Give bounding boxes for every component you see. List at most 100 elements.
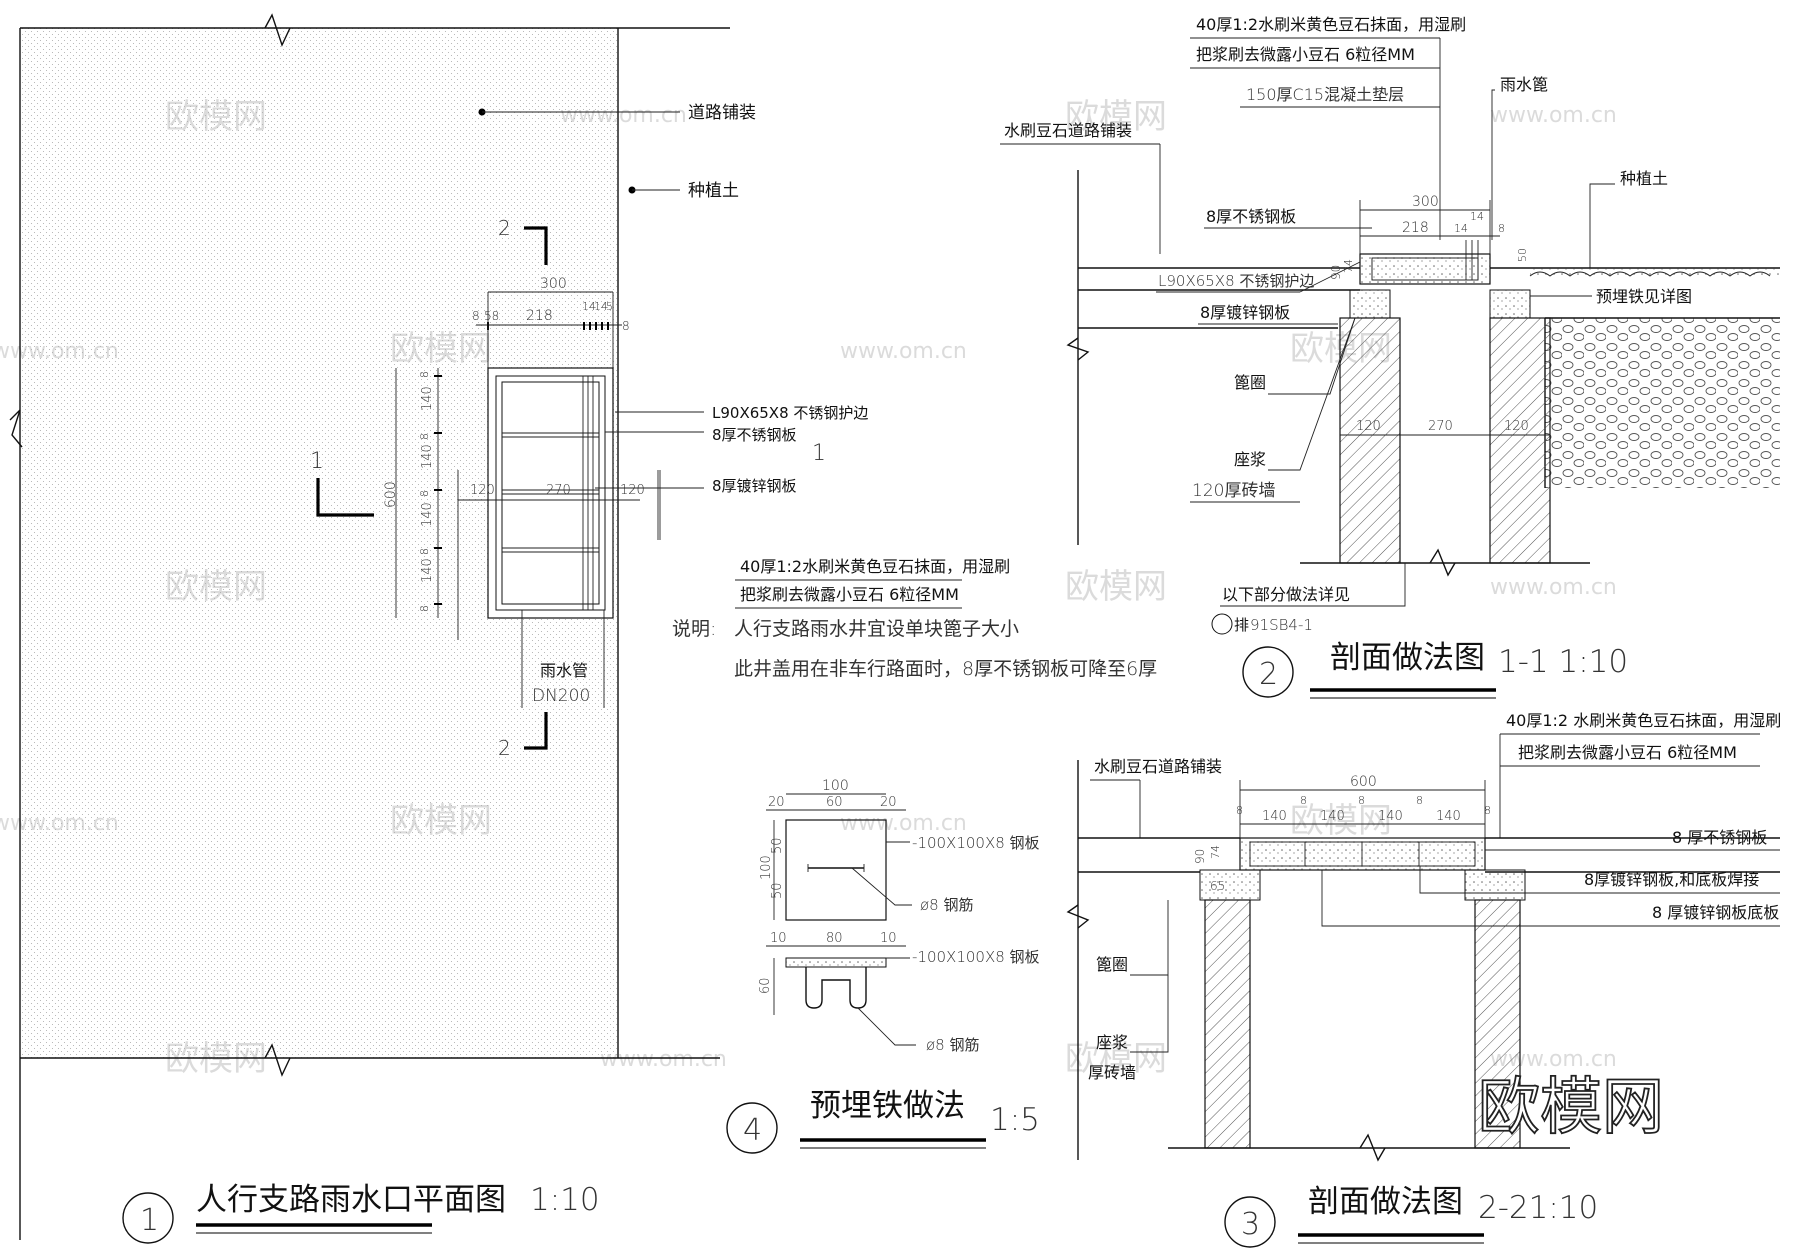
s2-note-line-1: 40厚1:2 水刷米黄色豆石抹面，用湿刷 <box>1506 711 1781 730</box>
s2-dim-600: 600 <box>1350 774 1377 790</box>
d4-dim-100: 100 <box>759 855 774 880</box>
s1-mortar: 座浆 <box>1234 450 1266 469</box>
explain-line-1: 人行支路雨水井宜设单块篦子大小 <box>734 618 1019 640</box>
d4-plate-side: -100X100X8 钢板 <box>912 948 1040 966</box>
title-scale: 1:10 <box>530 1182 600 1218</box>
d4-title-number: 4 <box>743 1113 762 1148</box>
dim-14: 14 <box>582 300 596 313</box>
s2-dim-140: 140 <box>1262 809 1287 824</box>
s2-dim-74: 74 <box>1209 845 1222 859</box>
s1-dim-90: 90 <box>1329 265 1343 280</box>
s2-dim-8: 8 <box>1416 794 1423 807</box>
s2-curb: 篦圈 <box>1096 955 1128 974</box>
s2-ss-plate: 8 厚不锈钢板 <box>1672 828 1767 847</box>
d4-rebar-side: ø8 钢筋 <box>926 1036 980 1054</box>
s1-dim-14: 14 <box>1454 222 1468 235</box>
watermark-site: www.om.cn <box>1490 575 1617 600</box>
s1-dim-50: 50 <box>1516 248 1529 262</box>
s2-dim-8: 8 <box>1358 794 1365 807</box>
dim-140: 140 <box>420 502 435 527</box>
plan-view: 道路铺装 种植土 300 8 58 218 14 14 5 8 <box>9 13 1157 1244</box>
watermark-brand: 欧模网 <box>1290 801 1392 841</box>
s1-ref-prefix: 排 <box>1234 616 1249 634</box>
label-ss-plate: 8厚不锈钢板 <box>712 426 797 444</box>
d4-title-scale: 1:5 <box>990 1102 1040 1138</box>
s1-brick: 120厚砖墙 <box>1192 481 1275 501</box>
dim-58: 58 <box>484 309 499 323</box>
s1-paving: 水刷豆石道路铺装 <box>1004 121 1132 140</box>
s2-dim-65: 65 <box>1210 879 1225 893</box>
s2-dim-8: 8 <box>1484 804 1491 817</box>
dim-140: 140 <box>420 386 435 411</box>
d4-dim-20: 20 <box>768 795 785 810</box>
dim-8: 8 <box>418 548 431 555</box>
s1-note-line-1: 40厚1:2水刷米黄色豆石抹面，用湿刷 <box>1196 15 1466 34</box>
note-line-2: 把浆刷去微露小豆石 6粒径MM <box>740 585 959 604</box>
d4-dim-60: 60 <box>758 977 773 994</box>
d4-title-text: 预埋铁做法 <box>810 1088 965 1124</box>
explain-line-2: 此井盖用在非车行路面时，8厚不锈钢板可降至6厚 <box>734 658 1157 680</box>
d4-dim-10: 10 <box>770 931 787 946</box>
s1-dim-120: 120 <box>1504 419 1529 434</box>
s1-ref: 91SB4-1 <box>1250 616 1313 634</box>
dim-8: 8 <box>472 309 480 323</box>
label-galv-plate: 8厚镀锌钢板 <box>712 477 797 495</box>
label-angle-edge: L90X65X8 不锈钢护边 <box>712 404 868 422</box>
s2-title-number: 3 <box>1241 1207 1260 1242</box>
watermark-brand: 欧模网 <box>1065 567 1167 607</box>
watermark-site: www.om.cn <box>1490 103 1617 128</box>
s1-note-line-2: 把浆刷去微露小豆石 6粒径MM <box>1196 45 1415 64</box>
dim-14: 14 <box>594 300 608 313</box>
cut-mark-2-bottom: 2 <box>498 736 511 760</box>
dim-270: 270 <box>546 483 571 498</box>
dim-600: 600 <box>383 481 399 508</box>
d4-dim-80: 80 <box>826 931 843 946</box>
pipe-label: 雨水管 <box>540 661 588 680</box>
s1-title-text: 剖面做法图 <box>1330 640 1485 676</box>
d4-dim-10: 10 <box>880 931 897 946</box>
d4-dim-100: 100 <box>822 778 849 794</box>
s2-note-line-2: 把浆刷去微露小豆石 6粒径MM <box>1518 743 1737 762</box>
s1-soil: 种植土 <box>1620 169 1668 188</box>
title-text: 人行支路雨水口平面图 <box>196 1182 506 1218</box>
d4-dim-50: 50 <box>770 882 785 899</box>
dim-140: 140 <box>420 558 435 583</box>
section-1-1: 40厚1:2水刷米黄色豆石抹面，用湿刷 把浆刷去微露小豆石 6粒径MM 150厚… <box>1000 15 1780 699</box>
d4-dim-20: 20 <box>880 795 897 810</box>
s2-title-text: 剖面做法图 <box>1308 1184 1463 1220</box>
dim-8: 8 <box>418 605 431 612</box>
d4-dim-50: 50 <box>770 837 785 854</box>
s2-galv-base: 8 厚镀锌钢板底板 <box>1652 903 1779 922</box>
s1-title-number: 2 <box>1259 657 1278 692</box>
d4-rebar: ø8 钢筋 <box>920 896 974 914</box>
s2-dim-90: 90 <box>1193 849 1207 864</box>
explain-title: 说明: <box>672 618 716 640</box>
d4-dim-60: 60 <box>826 795 843 810</box>
title-number: 1 <box>140 1203 159 1238</box>
cut-mark-1-right: 1 <box>812 441 826 466</box>
note-line-1: 40厚1:2水刷米黄色豆石抹面，用湿刷 <box>740 557 1010 576</box>
label-planting-soil: 种植土 <box>688 181 739 201</box>
s1-curb: 篦圈 <box>1234 373 1266 392</box>
watermark-site: www.om.cn <box>600 1047 727 1072</box>
section-2-2: 40厚1:2 水刷米黄色豆石抹面，用湿刷 把浆刷去微露小豆石 6粒径MM 水刷豆… <box>1066 711 1781 1248</box>
s1-title-scale: 1-1 1:10 <box>1498 644 1628 680</box>
s1-ss-plate: 8厚不锈钢板 <box>1206 207 1296 226</box>
label-road-paving: 道路铺装 <box>688 103 756 123</box>
s1-galv-plate: 8厚镀锌钢板 <box>1200 303 1290 322</box>
s2-dim-140: 140 <box>1436 809 1461 824</box>
watermark-site: www.om.cn <box>840 339 967 364</box>
s1-angle: L90X65X8 不锈钢护边 <box>1158 272 1314 290</box>
dim-300: 300 <box>540 276 567 292</box>
s2-title-scale: 2-21:10 <box>1478 1190 1598 1226</box>
s2-dim-140: 140 <box>1378 809 1403 824</box>
watermark-site: www.om.cn <box>840 811 967 836</box>
s1-dim-8: 8 <box>1498 222 1505 235</box>
d4-plate: -100X100X8 钢板 <box>912 834 1040 852</box>
s1-dim-14b: 14 <box>1470 210 1484 223</box>
s1-dim-270: 270 <box>1428 419 1453 434</box>
s1-embed: 预埋铁见详图 <box>1596 287 1692 306</box>
embed-detail: 100 20 60 20 100 50 50 -100X100X8 钢板 ø8 … <box>726 778 1040 1154</box>
cut-mark-2-top: 2 <box>498 216 511 240</box>
